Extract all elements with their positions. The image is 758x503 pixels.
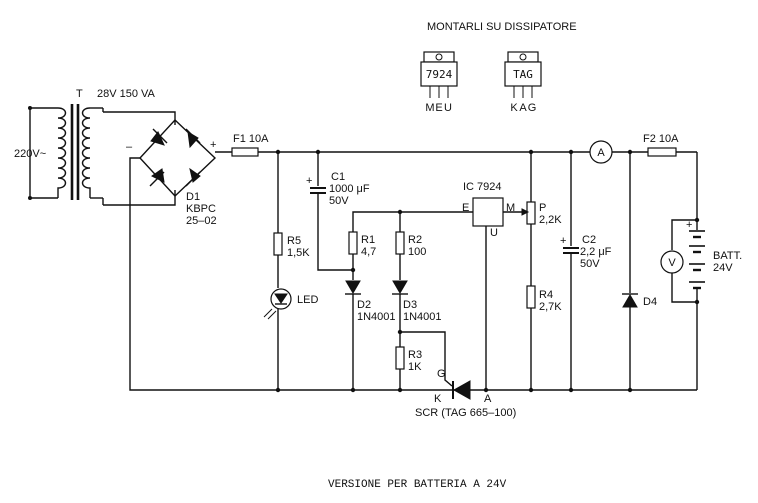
scr-cathode: K [434, 393, 442, 405]
c2-voltage: 50V [580, 258, 600, 270]
c2-plus: + [560, 235, 566, 247]
c1-plus: + [306, 175, 312, 187]
c2-ref: C2 [582, 234, 596, 246]
c1-ref: C1 [331, 171, 345, 183]
c1-value: 1000 μF [329, 183, 370, 195]
transformer: T 28V 150 VA [57, 88, 156, 205]
batt-value: 24V [713, 262, 733, 274]
r1-value: 4,7 [361, 246, 376, 258]
diode-d2: D2 1N4001 [345, 280, 396, 390]
f2-label: F2 10A [643, 133, 679, 145]
package-7924: 7924 M E U [420, 51, 458, 114]
r3-ref: R3 [408, 349, 422, 361]
package-7924-id: 7924 [426, 68, 453, 81]
scr-anode: A [484, 393, 492, 405]
d3-type: 1N4001 [403, 311, 442, 323]
ic-input-wire [352, 211, 473, 232]
r5-value: 1,5K [287, 247, 310, 259]
ic-pin-u: U [490, 227, 498, 239]
d3-ref: D3 [403, 299, 417, 311]
package-tag-pin-3: G [528, 102, 537, 114]
scr-thyristor: G K A SCR (TAG 665–100) [400, 331, 516, 419]
batt-plus: + [686, 219, 692, 231]
voltmeter-label: V [668, 257, 676, 269]
d1-type: KBPC [186, 203, 216, 215]
r4-ref: R4 [539, 289, 553, 301]
d1-ref: D1 [186, 191, 200, 203]
regulator-ic: IC 7924 E M U [462, 181, 522, 250]
transformer-ref: T [76, 88, 83, 100]
capacitor-c1: + C1 1000 μF 50V [306, 152, 370, 271]
ic-pin-m: M [506, 202, 515, 214]
scr-label: SCR (TAG 665–100) [415, 407, 516, 419]
transformer-rating: 28V 150 VA [97, 88, 156, 100]
mains-input: 220V~ [14, 106, 58, 200]
battery-24v: + BATT. 24V [686, 152, 742, 390]
resistor-r5: R5 1,5K [273, 152, 310, 288]
r2-ref: R2 [408, 234, 422, 246]
mains-label: 220V~ [14, 148, 46, 160]
ammeter: A [589, 140, 613, 164]
fuse-f2: F2 10A [643, 133, 679, 157]
d1-code: 25–02 [186, 215, 217, 227]
voltmeter: V [660, 219, 697, 303]
package-tag: TAG K A G [504, 51, 542, 114]
package-tag-pin-2: A [519, 102, 527, 114]
trimmer-p: P 2,2K [521, 152, 562, 286]
r5-ref: R5 [287, 235, 301, 247]
f1-label: F1 10A [233, 133, 269, 145]
ic-ref: IC 7924 [463, 181, 502, 193]
batt-ref: BATT. [713, 250, 742, 262]
r2-value: 100 [408, 246, 426, 258]
diagram-caption: VERSIONE PER BATTERIA A 24V [328, 479, 507, 491]
secondary-wire-top [103, 111, 176, 125]
resistor-r1: R1 4,7 [348, 231, 376, 280]
diode-d4: D4 [622, 152, 657, 390]
fuse-f1: F1 10A [231, 133, 269, 157]
c1-voltage: 50V [329, 195, 349, 207]
ic-pin-e: E [462, 202, 469, 214]
c2-value: 2,2 μF [580, 246, 612, 258]
r4-value: 2,7K [539, 301, 562, 313]
r1-ref: R1 [361, 234, 375, 246]
capacitor-c2: + C2 2,2 μF 50V [560, 152, 612, 390]
scr-gate: G [437, 368, 446, 380]
d2-ref: D2 [357, 299, 371, 311]
rail-bottom [129, 157, 697, 391]
led-label: LED [297, 294, 318, 306]
bridge-plus: + [210, 139, 216, 151]
diode-d3: D3 1N4001 [392, 280, 442, 347]
r3-value: 1K [408, 361, 422, 373]
secondary-wire-bottom [103, 190, 176, 206]
bridge-rectifier-d1: – + D1 KBPC 25–02 [126, 119, 217, 227]
d4-ref: D4 [643, 296, 657, 308]
package-tag-id: TAG [513, 68, 533, 81]
resistor-r4: R4 2,7K [526, 285, 562, 390]
led: LED [263, 288, 318, 390]
resistor-r3: R3 1K [395, 346, 422, 390]
package-7924-pin-3: U [444, 102, 452, 114]
p-ref: P [539, 202, 546, 214]
heatsink-note: MONTARLI SU DISSIPATORE [427, 21, 577, 33]
bridge-minus: – [126, 141, 133, 153]
package-tag-pin-1: K [510, 102, 518, 114]
d2-type: 1N4001 [357, 311, 396, 323]
package-7924-pin-2: E [435, 102, 442, 114]
p-value: 2,2K [539, 214, 562, 226]
resistor-r2: R2 100 [395, 212, 426, 280]
package-7924-pin-1: M [425, 102, 434, 114]
ammeter-label: A [597, 147, 605, 159]
